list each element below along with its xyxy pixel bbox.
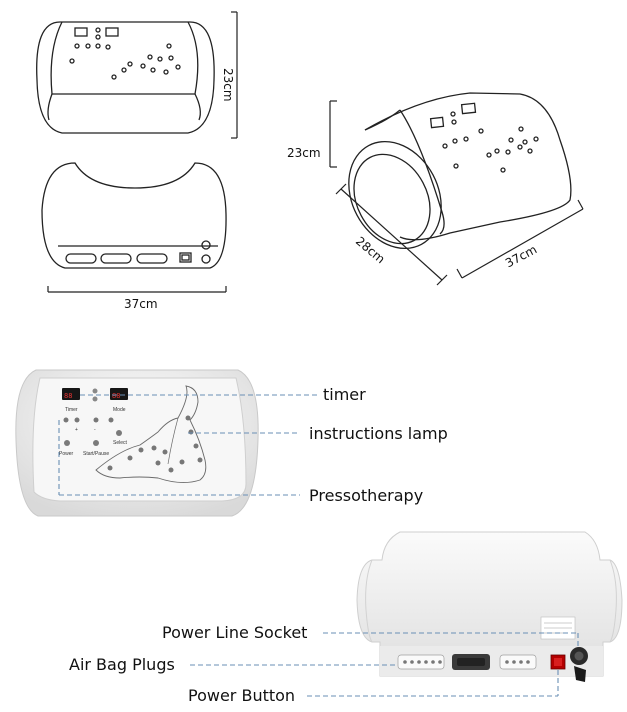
panel-plus-text: + [75,427,78,433]
back-panel-photo [356,531,623,682]
svg-text:88: 88 [112,392,120,400]
instructions-lamp-callout: instructions lamp [309,424,448,443]
isometric-drawing [348,92,572,250]
panel-timer-text: Timer [65,407,78,413]
timer-callout: timer [323,385,366,404]
back-width-label: 37cm [124,297,158,311]
front-leader-lines [58,394,320,496]
power-line-socket-callout: Power Line Socket [162,623,308,642]
panel-minus-text: - [94,427,96,433]
front-view-drawing [36,21,215,134]
front-panel-photo: 88 88 Timer Mode + - Select Power Start/… [15,369,259,517]
panel-mode-text: Mode [113,407,126,413]
panel-power-text: Power [59,451,74,457]
front-height-label: 23cm [221,68,235,102]
back-leader-lines [190,632,579,697]
front-height-dimension [231,11,238,139]
panel-select-text: Select [113,440,128,446]
back-width-dimension [47,286,227,293]
pressotherapy-callout: Pressotherapy [309,486,424,505]
power-button-callout: Power Button [188,686,296,705]
iso-dimensions [329,100,584,286]
svg-text:88: 88 [64,392,72,400]
panel-start-pause-text: Start/Pause [83,451,109,457]
air-bag-plugs-callout: Air Bag Plugs [69,655,175,674]
back-view-drawing [41,162,227,269]
iso-height-label: 23cm [287,146,321,160]
